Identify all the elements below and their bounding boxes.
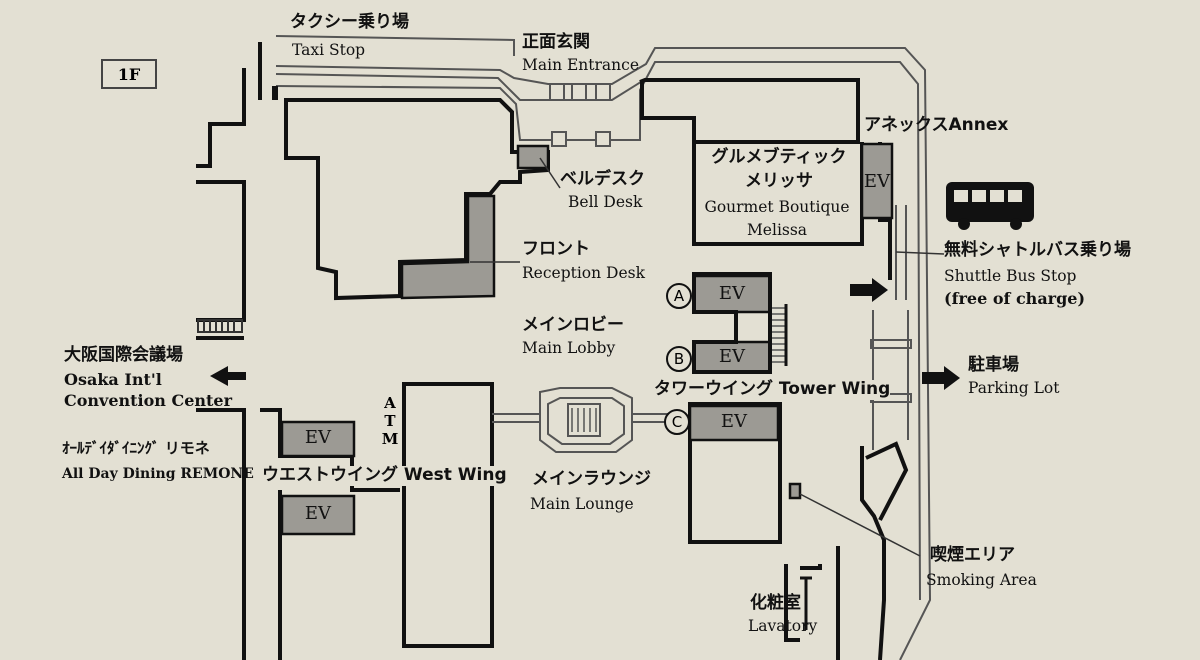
entrance-door-2	[571, 83, 587, 101]
west-ev-1	[280, 420, 356, 458]
parking-en: Parking Lot	[968, 379, 1060, 397]
reception-ja: フロント	[522, 239, 590, 259]
west-wing-label: ウエストウイング West Wing	[262, 465, 507, 486]
left-mid-wall	[196, 180, 246, 322]
elevator-c-marker: C	[664, 409, 690, 435]
remone-ja: ｵｰﾙﾃﾞｲﾀﾞｲﾆﾝｸﾞ リモネ	[62, 439, 210, 457]
gourmet-ja-1: グルメブティック	[711, 147, 847, 167]
floor-indicator: 1F	[101, 59, 157, 89]
left-bottom-wall	[196, 408, 246, 660]
entrance-door-3	[595, 83, 611, 101]
lounge-stair	[567, 403, 601, 437]
smoking-area-en: Smoking Area	[926, 571, 1037, 589]
main-lobby-en: Main Lobby	[522, 339, 616, 357]
left-stair	[197, 319, 243, 333]
shuttle-stop-en-1: Shuttle Bus Stop	[944, 267, 1077, 285]
annex-ev	[860, 142, 894, 220]
taxi-road-line-3	[275, 73, 645, 101]
main-lobby-ja: メインロビー	[522, 315, 624, 335]
bell-door-1	[551, 131, 567, 147]
west-ev-2	[280, 494, 356, 536]
main-lounge-ja: メインラウンジ	[532, 469, 651, 489]
taxi-stop-en: Taxi Stop	[292, 41, 366, 59]
taxi-stop-ja: タクシー乗り場	[290, 12, 409, 32]
gourmet-ja-2: メリッサ	[745, 171, 813, 191]
osaka-center-en-2: Convention Center	[64, 391, 233, 410]
osaka-arrow-icon	[210, 366, 246, 386]
walkway-rung-1	[870, 339, 912, 349]
west-ev-1-label: EV	[304, 427, 332, 448]
elevator-b-marker: B	[666, 346, 692, 372]
bell-desk-ja: ベルデスク	[560, 169, 645, 189]
osaka-center-en-1: Osaka Int'l	[64, 370, 162, 389]
annex-label: アネックスAnnex	[864, 115, 1009, 135]
parking-corridor-wall	[865, 441, 909, 521]
parking-arrow-icon	[922, 366, 960, 390]
lavatory-en: Lavatory	[748, 617, 818, 635]
gourmet-en-2: Melissa	[746, 221, 808, 239]
osaka-center-ja: 大阪国際会議場	[64, 345, 183, 365]
ev-a-label: EV	[718, 283, 746, 304]
west-ev-2-label: EV	[304, 503, 332, 524]
lavatory-wall	[784, 564, 822, 642]
tower-c-wall	[688, 402, 782, 544]
ev-c-label: EV	[720, 411, 748, 432]
smoking-pointer	[799, 493, 921, 557]
annex-wall	[639, 78, 860, 144]
main-lounge-en: Main Lounge	[530, 495, 634, 513]
annex-ev-label: EV	[863, 171, 891, 192]
shuttle-stop-ja: 無料シャトルバス乗り場	[944, 240, 1131, 260]
shuttle-pointer	[895, 251, 945, 255]
remone-en: All Day Dining REMONE	[62, 466, 254, 482]
atm-label: A T M	[381, 394, 399, 448]
tower-wing-label: タワーウイング Tower Wing	[654, 379, 891, 400]
taxi-road-line-2	[275, 47, 932, 660]
smoking-area-ja: 喫煙エリア	[930, 545, 1015, 565]
ev-c	[688, 404, 780, 442]
bus-icon	[946, 182, 1034, 230]
reception-desk-area	[400, 194, 496, 300]
taxi-road-line	[275, 35, 515, 56]
elevator-a-marker: A	[666, 283, 692, 309]
entrance-door-1	[549, 83, 565, 101]
west-tower-wall	[402, 382, 494, 648]
main-entrance-ja: 正面玄関	[522, 32, 590, 52]
reception-en: Reception Desk	[522, 264, 645, 282]
lavatory-ja: 化粧室	[750, 593, 801, 613]
ev-b-label: EV	[718, 346, 746, 367]
bell-pointer	[539, 157, 561, 189]
main-entrance-en: Main Entrance	[522, 56, 639, 74]
shuttle-stop-en-2: (free of charge)	[944, 289, 1086, 308]
bell-door-2	[595, 131, 611, 147]
left-upper-wall	[196, 68, 246, 168]
bell-desk-area	[516, 144, 550, 170]
gourmet-en-1: Gourmet Boutique	[704, 198, 850, 216]
main-lounge-inner	[547, 397, 625, 445]
smoking-spot	[788, 482, 802, 500]
tower-ab-wall	[692, 272, 772, 374]
entry-arrow-icon	[850, 278, 888, 302]
bell-desk-en: Bell Desk	[568, 193, 643, 211]
smoking-corridor	[860, 446, 886, 660]
main-lounge-shape	[539, 387, 633, 453]
parking-ja: 駐車場	[968, 355, 1019, 375]
